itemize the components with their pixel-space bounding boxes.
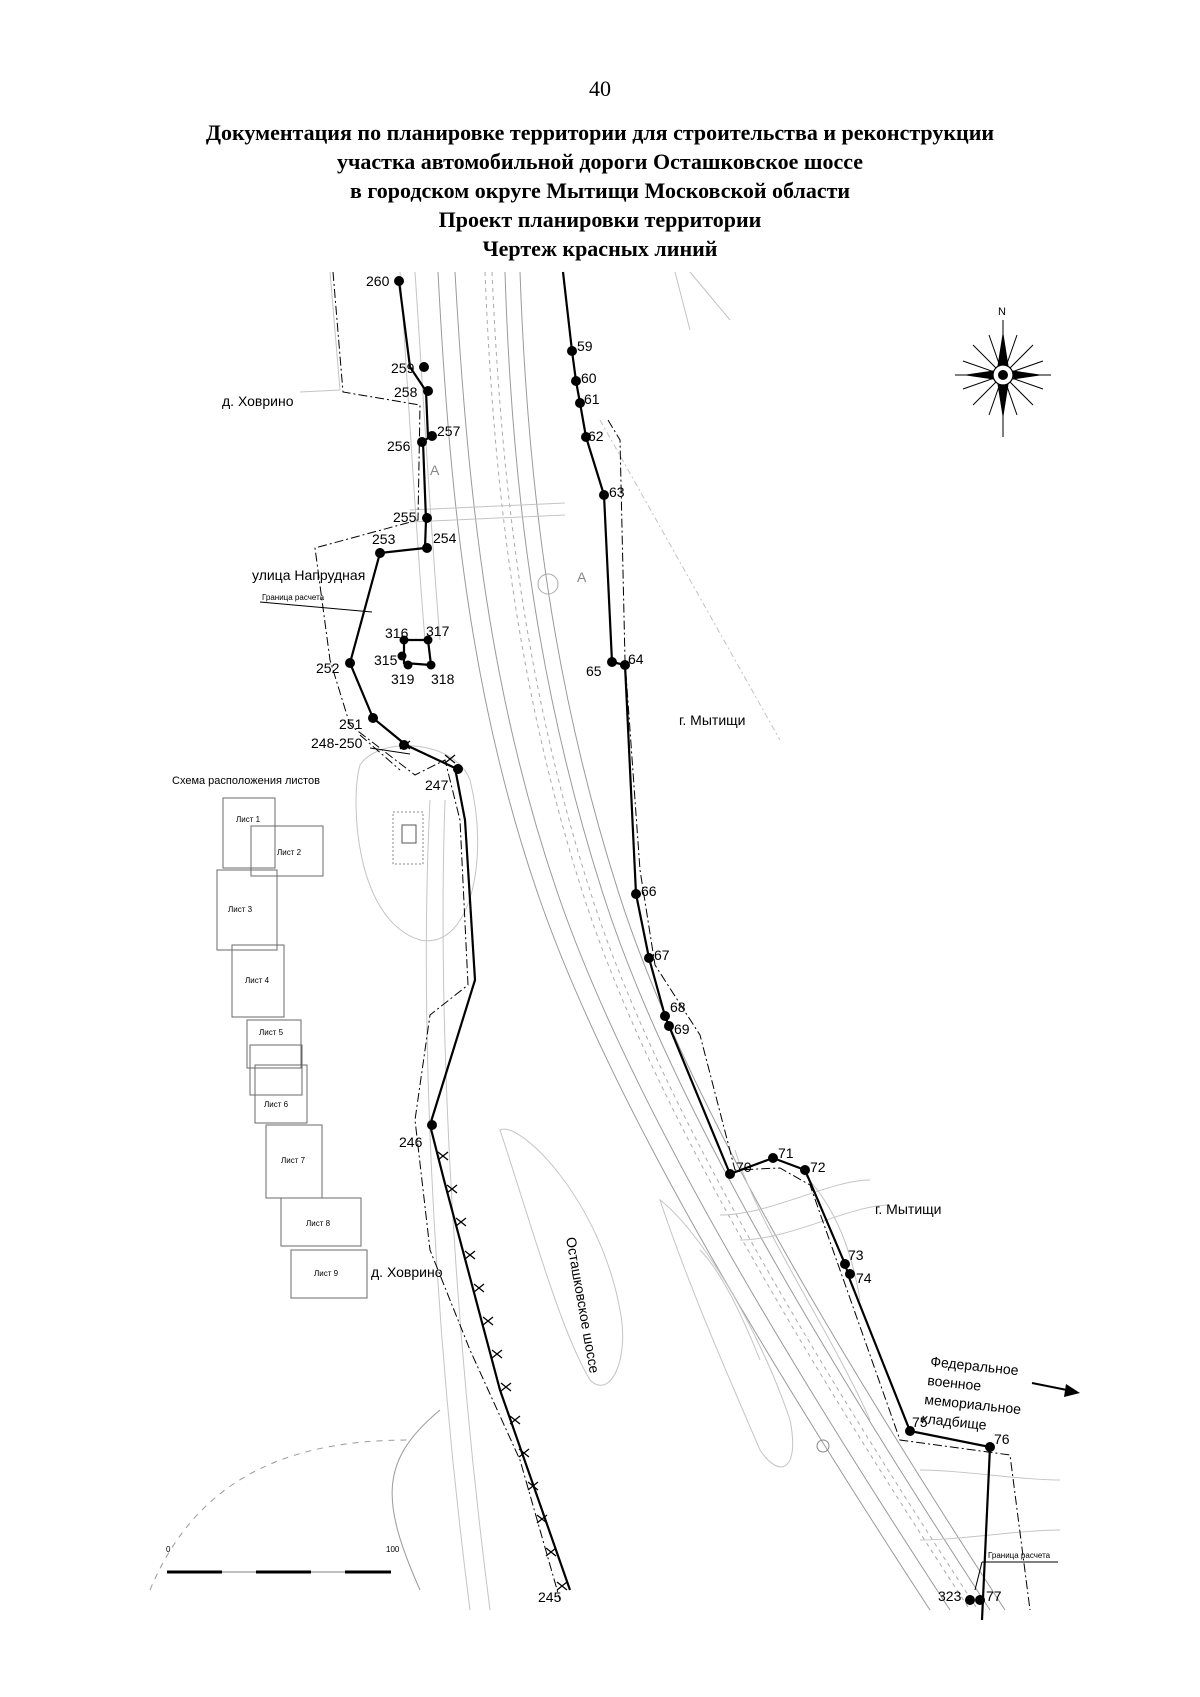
point-label: 65 xyxy=(586,663,602,679)
road-marking: A xyxy=(577,569,587,585)
point-label: 68 xyxy=(670,999,686,1015)
title-line-2: участка автомобильной дороги Осташковско… xyxy=(336,149,864,174)
cemetery-arrow-head xyxy=(1064,1384,1080,1397)
road-marking: A xyxy=(430,462,440,478)
point-label: 76 xyxy=(994,1431,1010,1447)
sheet-label: Лист 2 xyxy=(277,848,302,857)
cemetery-line-4: кладбище xyxy=(921,1410,988,1433)
road-name-label: Осташковское шоссе xyxy=(563,1236,603,1375)
road-network: A A xyxy=(149,271,1061,1611)
point-label: 253 xyxy=(372,531,396,547)
point-labels-left: 260 259 258 257 256 255 254 253 252 251 … xyxy=(311,273,562,1605)
calc-boundary-label-right: Граница расчета xyxy=(988,1551,1051,1560)
point-label: 71 xyxy=(778,1145,794,1161)
scale-start-label: 0 xyxy=(166,1545,171,1554)
point-label: 67 xyxy=(654,947,670,963)
sheet-label: Лист 9 xyxy=(314,1269,339,1278)
scale-end-label: 100 xyxy=(386,1545,400,1554)
title-line-5: Чертеж красных линий xyxy=(482,236,718,261)
point-label: 319 xyxy=(391,671,415,687)
document-title: Документация по планировке территории дл… xyxy=(100,118,1100,263)
point-label: 72 xyxy=(810,1159,826,1175)
point-label: 59 xyxy=(577,338,593,354)
point-labels-right: 59 60 61 62 63 64 65 66 67 68 69 70 71 7… xyxy=(577,338,1010,1604)
place-mytishchi-low: г. Мытищи xyxy=(875,1201,941,1217)
calculation-boundary xyxy=(314,271,1031,1611)
point-label: 62 xyxy=(588,428,604,444)
sheet-label: Лист 7 xyxy=(281,1156,306,1165)
point-label: 246 xyxy=(399,1134,423,1150)
point-label: 248-250 xyxy=(311,735,363,751)
point-label: 73 xyxy=(848,1247,864,1263)
sheet-label: Лист 1 xyxy=(236,815,261,824)
sheet-scheme: Схема расположения листов Лист 1 Лист 2 … xyxy=(172,775,368,1299)
point-label: 254 xyxy=(433,530,457,546)
point-label: 247 xyxy=(425,777,449,793)
point-label: 259 xyxy=(391,360,415,376)
point-label: 251 xyxy=(339,716,363,732)
sheet-label: Лист 5 xyxy=(259,1028,284,1037)
compass-rose-icon: N xyxy=(955,306,1051,437)
point-label: 258 xyxy=(394,384,418,400)
sheet-label: Лист 3 xyxy=(228,905,253,914)
place-mytishchi-mid: г. Мытищи xyxy=(679,712,745,728)
point-label: 63 xyxy=(609,484,625,500)
point-label: 61 xyxy=(584,391,600,407)
point-label: 77 xyxy=(986,1588,1002,1604)
sheet-label: Лист 4 xyxy=(245,976,270,985)
cemetery-label: Федеральное военное мемориальное кладбищ… xyxy=(921,1353,1080,1433)
point-label: 256 xyxy=(387,438,411,454)
point-label: 66 xyxy=(641,883,657,899)
point-label: 255 xyxy=(393,509,417,525)
sheet-label: Лист 8 xyxy=(306,1219,331,1228)
compass-north-label: N xyxy=(998,306,1006,318)
sheet-label: Лист 6 xyxy=(264,1100,289,1109)
point-label: 64 xyxy=(628,651,644,667)
place-khovrino-bottom: д. Ховрино xyxy=(371,1264,443,1280)
title-line-3: в городском округе Мытищи Московской обл… xyxy=(349,178,851,203)
point-label: 70 xyxy=(736,1159,752,1175)
point-label: 60 xyxy=(581,370,597,386)
street-label: улица Напрудная xyxy=(252,567,365,583)
place-khovrino-top: д. Ховрино xyxy=(222,393,294,409)
point-label: 257 xyxy=(437,423,461,439)
point-label: 74 xyxy=(856,1270,872,1286)
point-label: 245 xyxy=(538,1589,562,1605)
cemetery-line-2: военное xyxy=(927,1372,982,1394)
title-line-4: Проект планировки территории xyxy=(438,207,762,232)
red-line-left xyxy=(348,280,572,1591)
point-label: 260 xyxy=(366,273,390,289)
point-label: 318 xyxy=(431,671,455,687)
point-label: 315 xyxy=(374,652,398,668)
scale-bar: 0 100 xyxy=(166,1545,400,1574)
point-labels-square: 316 317 315 319 318 xyxy=(374,623,455,687)
title-line-1: Документация по планировке территории дл… xyxy=(205,120,995,145)
survey-points xyxy=(345,276,995,1605)
point-label: 317 xyxy=(426,623,450,639)
sheet-scheme-title: Схема расположения листов xyxy=(172,775,320,787)
point-label: 69 xyxy=(674,1021,690,1037)
point-label: 316 xyxy=(385,625,409,641)
page-number: 40 xyxy=(589,76,611,101)
calc-boundary-labels: Граница расчета Граница расчета xyxy=(259,593,1058,1591)
point-label: 75 xyxy=(912,1414,928,1430)
point-label: 323 xyxy=(938,1588,962,1604)
point-label: 252 xyxy=(316,660,340,676)
calc-boundary-label-left: Граница расчета xyxy=(262,593,325,602)
